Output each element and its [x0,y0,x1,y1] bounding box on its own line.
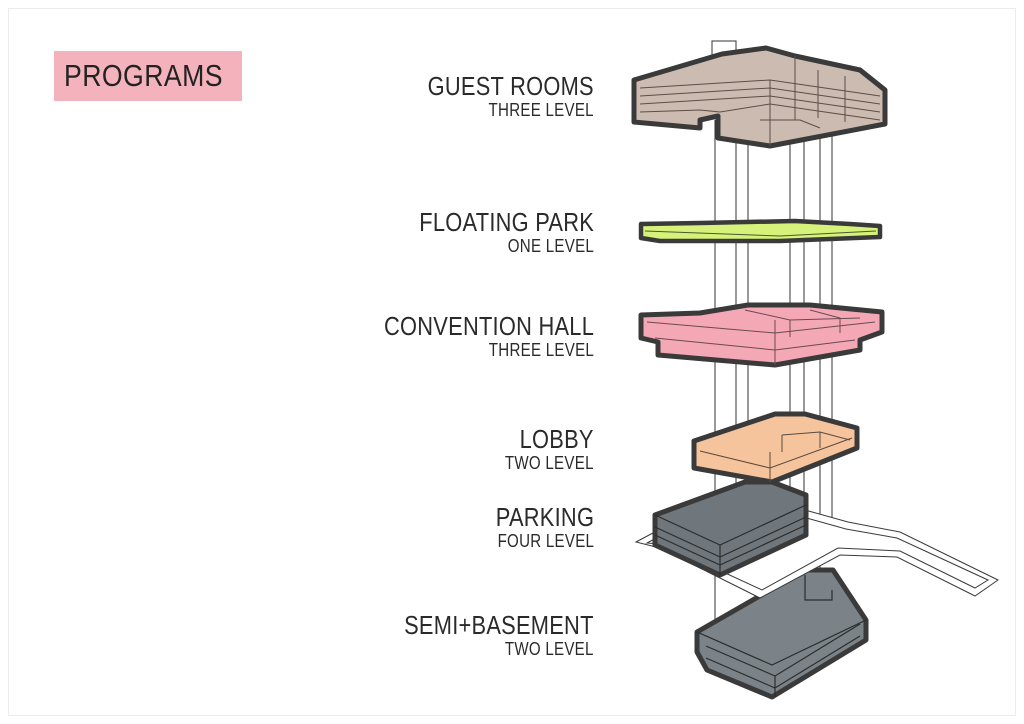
label-floating-park-levels: ONE LEVEL [507,236,594,256]
guest-rooms-block [631,40,888,149]
label-lobby-name: LOBBY [519,424,594,454]
programs-title-box: PROGRAMS [54,51,242,101]
label-guest-rooms-levels: THREE LEVEL [488,100,594,120]
label-convention-hall-levels: THREE LEVEL [488,340,594,360]
page-frame [8,8,1016,716]
label-semi-basement-name: SEMI+BASEMENT [404,610,594,640]
parking-block [652,479,809,578]
label-guest-rooms: GUEST ROOMS THREE LEVEL [396,72,594,120]
floating-park-block [638,218,883,244]
label-lobby-levels: TWO LEVEL [505,453,594,473]
lobby-block [691,411,860,485]
label-floating-park: FLOATING PARK ONE LEVEL [386,208,594,256]
label-guest-rooms-name: GUEST ROOMS [427,71,594,101]
label-parking-levels: FOUR LEVEL [497,531,594,551]
label-convention-hall: CONVENTION HALL THREE LEVEL [344,312,594,360]
label-convention-hall-name: CONVENTION HALL [383,311,594,341]
label-lobby: LOBBY TWO LEVEL [488,425,594,473]
convention-hall-block [638,302,885,368]
semi-basement-block [694,567,869,700]
label-semi-basement-levels: TWO LEVEL [505,639,594,659]
programs-title: PROGRAMS [64,58,223,93]
label-semi-basement: SEMI+BASEMENT TWO LEVEL [368,611,594,659]
label-floating-park-name: FLOATING PARK [419,207,594,237]
label-parking-name: PARKING [495,502,594,532]
label-parking: PARKING FOUR LEVEL [477,503,594,551]
